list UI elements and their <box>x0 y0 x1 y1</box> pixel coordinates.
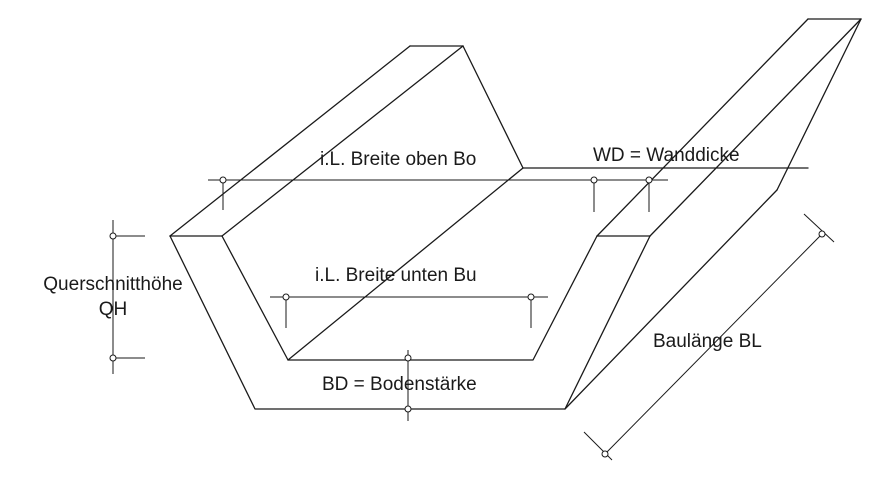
left-wall-inner-top-edge <box>221 45 464 237</box>
dim-marker <box>818 230 826 238</box>
right-wall-back-outer-edge <box>776 18 862 191</box>
label-bodenstaerke: BD = Bodenstärke <box>322 374 477 395</box>
dim-marker <box>219 176 227 184</box>
dim-querschnitthoehe <box>109 220 145 374</box>
label-baulaenge: Baulänge BL <box>653 331 762 352</box>
right-wall-outer-top-edge <box>649 18 862 237</box>
dim-marker <box>527 293 535 301</box>
dim-marker <box>109 354 117 362</box>
label-qh: QH <box>99 299 128 320</box>
dim-marker <box>109 232 117 240</box>
dim-marker <box>590 176 598 184</box>
label-wanddicke: WD = Wanddicke <box>593 145 740 166</box>
right-wall-inner-top-edge <box>596 18 809 237</box>
ext-line <box>803 213 835 243</box>
dim-line-bl <box>604 233 823 455</box>
left-wall-back-inner-edge <box>462 45 524 169</box>
dim-marker <box>645 176 653 184</box>
inner-front-outline <box>221 235 598 361</box>
label-breite-oben: i.L. Breite oben Bo <box>320 149 476 170</box>
label-breite-unten: i.L. Breite unten Bu <box>315 265 477 286</box>
channel-body <box>169 18 862 410</box>
dim-baulaenge <box>583 213 835 461</box>
dim-marker <box>404 405 412 413</box>
label-querschnitthoehe: Querschnitthöhe <box>43 274 182 295</box>
dim-marker <box>404 354 412 362</box>
dim-breite-unten <box>270 293 548 328</box>
dim-bodenstaerke <box>404 350 412 421</box>
dim-breite-oben <box>208 176 668 212</box>
dim-marker <box>601 450 609 458</box>
floor-back-left-edge <box>287 167 524 361</box>
left-wall-outer-top-edge <box>169 45 411 237</box>
dim-marker <box>282 293 290 301</box>
bottom-right-outer-edge <box>564 189 778 410</box>
